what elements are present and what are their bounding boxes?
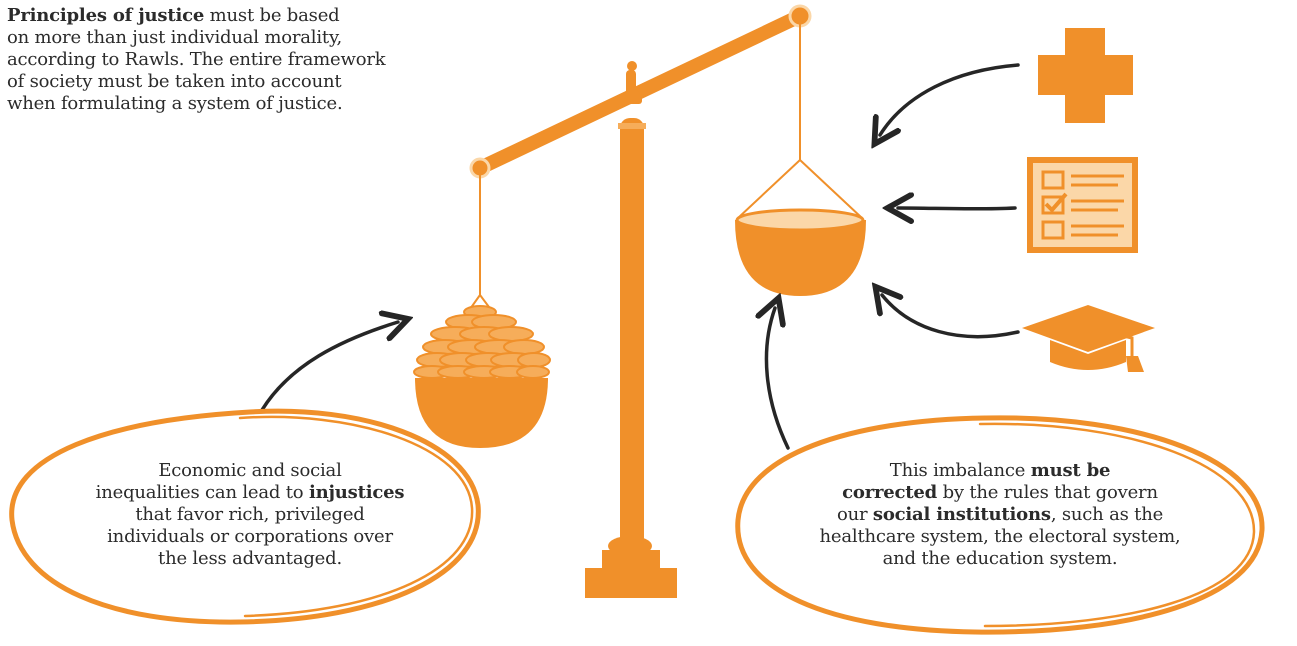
healthcare-cross-icon [1038, 28, 1133, 123]
arrow-to-pan-from-health [880, 63, 1020, 135]
ballot-checklist-icon [1027, 157, 1138, 253]
intro-line-5: when formulating a system of justice. [7, 93, 343, 114]
arrow-from-left-bubble [260, 322, 398, 412]
scales-of-justice-icon [413, 4, 866, 598]
left-line-2: inequalities can lead to [95, 482, 309, 503]
right-line-4: healthcare system, the electoral system, [819, 526, 1181, 547]
intro-line-1: must be based [204, 5, 340, 26]
right-scale-pan [735, 220, 866, 296]
intro-text: Principles of justice must be based on m… [7, 5, 457, 115]
scale-pillar [620, 118, 644, 573]
arrow-to-pan-from-education [882, 295, 1020, 339]
left-line-1: Economic and social [158, 460, 342, 481]
right-line-2-bold: corrected [842, 482, 938, 503]
right-line-2: by the rules that govern [937, 482, 1158, 503]
intro-line-4: of society must be taken into account [7, 71, 342, 92]
right-bubble-text: This imbalance must be corrected by the … [750, 460, 1250, 570]
coin-stack-icon [413, 305, 551, 379]
left-line-4: individuals or corporations over [107, 526, 393, 547]
right-line-1: This imbalance [889, 460, 1031, 481]
arrow-to-pan-from-ballot [898, 208, 1017, 209]
left-bubble-text: Economic and social inequalities can lea… [35, 460, 465, 570]
right-line-1-bold: must be [1030, 460, 1111, 481]
intro-bold: Principles of justice [7, 5, 205, 26]
scale-base [585, 568, 677, 598]
left-speech-bubble [9, 408, 481, 625]
right-line-3-post: , such as the [1050, 504, 1164, 525]
right-line-3-bold: social institutions [872, 504, 1051, 525]
right-line-5: and the education system. [882, 548, 1118, 569]
left-scale-pan [415, 378, 548, 448]
left-line-3: that favor rich, privileged [135, 504, 365, 525]
intro-line-3: according to Rawls. The entire framework [7, 49, 386, 70]
scale-base-step [602, 550, 660, 568]
graduation-cap-icon [1022, 305, 1155, 372]
scale-beam [473, 9, 807, 175]
right-line-3-pre: our [836, 504, 873, 525]
intro-line-2: on more than just individual morality, [7, 27, 343, 48]
arrow-from-right-bubble [766, 308, 790, 450]
right-speech-bubble [735, 415, 1265, 635]
left-line-2-bold: injustices [308, 482, 405, 503]
left-line-5: the less advantaged. [158, 548, 342, 569]
